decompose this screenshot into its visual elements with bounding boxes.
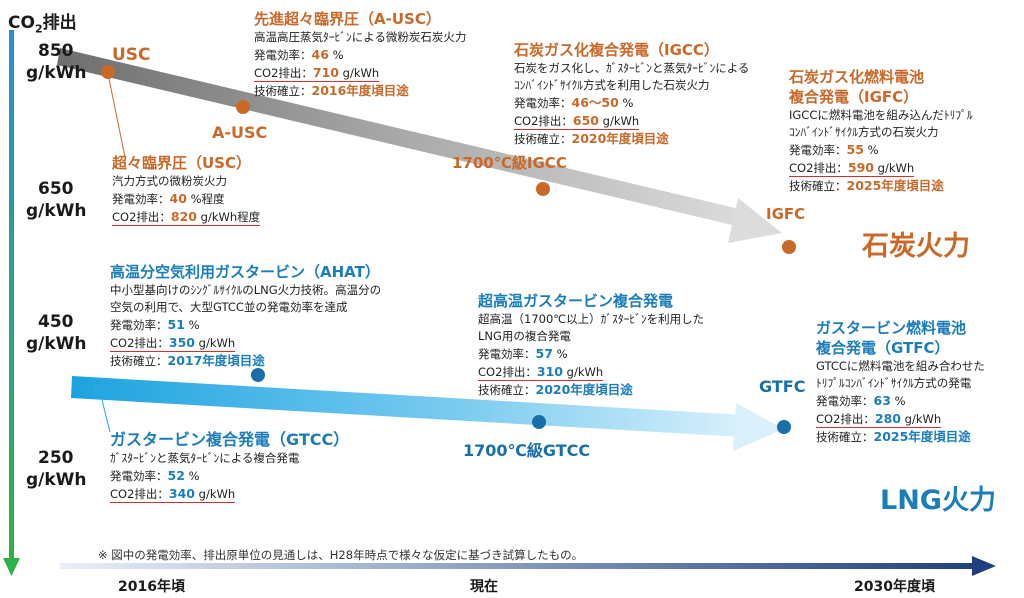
ahat-tech: 技術確立：2017年度頃目途: [110, 353, 265, 368]
igcc-point-label: 1700℃級IGCC: [452, 154, 567, 172]
igcc-efficiency: 発電効率：46～50 %: [514, 95, 634, 110]
ahat-co2: CO2排出：350 g/kWh: [110, 335, 236, 352]
gtfc-title: ガスタービン燃料電池: [816, 319, 967, 337]
hgtcc-title: 超高温ガスタービン複合発電: [478, 292, 674, 310]
ahat-info-box: 高温分空気利用ガスタービン（AHAT） 中小型基向けのｼﾝｸﾞﾙｻｲｸﾙのLNG…: [110, 262, 381, 370]
igfc-tech: 技術確立：2025年度頃目途: [789, 178, 944, 193]
igfc-title: 石炭ガス化燃料電池: [789, 68, 925, 86]
hgtcc-tech: 技術確立：2020年度頃目途: [478, 382, 633, 397]
gtcc-point: [94, 384, 106, 396]
x-tick-2016: 2016年頃: [118, 579, 185, 595]
gtcc-desc: ｶﾞｽﾀｰﾋﾞﾝと蒸気ﾀｰﾋﾞﾝによる複合発電: [110, 451, 300, 465]
ausc-info-box: 先進超々臨界圧（A-USC） 高温高圧蒸気ﾀｰﾋﾞﾝによる微粉炭石炭火力 発電効…: [254, 9, 466, 100]
ausc-desc: 高温高圧蒸気ﾀｰﾋﾞﾝによる微粉炭石炭火力: [254, 30, 467, 44]
y-axis-arrow: [3, 30, 20, 576]
gtcc-efficiency: 発電効率：52 %: [110, 468, 200, 483]
ausc-point-label: A-USC: [212, 123, 268, 142]
x-tick-now: 現在: [470, 579, 498, 595]
gtfc-info-box: ガスタービン燃料電池 複合発電（GTFC） GTCCに燃料電池を組み合わせた ﾄ…: [816, 318, 985, 446]
ahat-desc-1: 中小型基向けのｼﾝｸﾞﾙｻｲｸﾙのLNG火力技術。高温分の: [110, 283, 382, 297]
gtcc-1700-point-label: 1700℃級GTCC: [463, 441, 591, 460]
usc-leader-line: [107, 73, 126, 158]
igfc-desc-1: IGCCに燃料電池を組み込んだﾄﾘﾌﾟﾙ: [789, 108, 973, 122]
igfc-info-box: 石炭ガス化燃料電池 複合発電（IGFC） IGCCに燃料電池を組み込んだﾄﾘﾌﾟ…: [789, 67, 973, 195]
igfc-co2: CO2排出：590 g/kWh: [789, 160, 915, 177]
ausc-co2: CO2排出：710 g/kWh: [254, 65, 380, 82]
x-axis-arrow: [60, 556, 996, 576]
usc-efficiency: 発電効率：40 %程度: [112, 191, 225, 206]
gtfc-point: [777, 420, 791, 434]
igfc-desc-2: ｺﾝﾊﾞｲﾝﾄﾞｻｲｸﾙ方式の石炭火力: [789, 125, 939, 139]
lng-trend-arrow: [71, 376, 784, 451]
igcc-title: 石炭ガス化複合発電（IGCC）: [514, 41, 719, 59]
ausc-efficiency: 発電効率：46 %: [254, 47, 344, 62]
usc-title: 超々臨界圧（USC）: [112, 154, 251, 172]
usc-info-box: 超々臨界圧（USC） 汽力方式の微粉炭火力 発電効率：40 %程度 CO2排出：…: [112, 153, 261, 226]
gtfc-title-2: 複合発電（GTFC）: [816, 339, 950, 357]
gtcc-info-box: ガスタービン複合発電（GTCC） ｶﾞｽﾀｰﾋﾞﾝと蒸気ﾀｰﾋﾞﾝによる複合発電…: [110, 430, 349, 503]
ausc-tech: 技術確立：2016年度頃目途: [254, 83, 409, 98]
ausc-point: [236, 100, 250, 114]
hgtcc-efficiency: 発電効率：57 %: [478, 346, 568, 361]
igfc-efficiency: 発電効率：55 %: [789, 142, 879, 157]
igcc-desc-2: ｺﾝﾊﾞｲﾝﾄﾞｻｲｸﾙ方式を利用した石炭火力: [514, 78, 710, 92]
gtcc-title: ガスタービン複合発電（GTCC）: [110, 430, 350, 449]
hgtcc-desc-2: LNG用の複合発電: [478, 329, 571, 343]
igcc-tech: 技術確立：2020年度頃目途: [514, 131, 669, 146]
coal-category-label: 石炭火力: [862, 231, 970, 262]
gtfc-efficiency: 発電効率：63 %: [816, 393, 906, 408]
gtcc-1700-point: [532, 415, 546, 429]
igfc-title-2: 複合発電（IGFC）: [789, 88, 919, 106]
gtfc-desc-2: ﾄﾘﾌﾟﾙｺﾝﾊﾞｲﾝﾄﾞｻｲｸﾙ方式の発電: [816, 376, 972, 390]
y-axis-title: CO2排出: [8, 13, 77, 36]
igfc-point: [782, 240, 796, 254]
hgtcc-desc-1: 超高温（1700℃以上）ｶﾞｽﾀｰﾋﾞﾝを利用した: [478, 312, 705, 326]
hgtcc-co2: CO2排出：310 g/kWh: [478, 364, 604, 381]
ausc-title: 先進超々臨界圧（A-USC）: [254, 10, 441, 28]
coal-trend-arrow: [57, 48, 782, 243]
ahat-point: [251, 368, 265, 382]
igcc-point: [536, 182, 550, 196]
gtfc-co2: CO2排出：280 g/kWh: [816, 411, 942, 428]
usc-desc: 汽力方式の微粉炭火力: [112, 174, 227, 188]
igcc-co2: CO2排出：650 g/kWh: [514, 113, 640, 130]
igfc-point-label: IGFC: [766, 205, 806, 223]
gtfc-point-label: GTFC: [759, 377, 806, 396]
igcc-info-box: 石炭ガス化複合発電（IGCC） 石炭をガス化し、ｶﾞｽﾀｰﾋﾞﾝと蒸気ﾀｰﾋﾞﾝ…: [514, 40, 749, 148]
igcc-desc-1: 石炭をガス化し、ｶﾞｽﾀｰﾋﾞﾝと蒸気ﾀｰﾋﾞﾝによる: [514, 61, 750, 75]
lng-category-label: LNG火力: [880, 485, 996, 516]
gtcc-co2: CO2排出：340 g/kWh: [110, 486, 236, 503]
x-tick-2030: 2030年度頃: [854, 579, 935, 595]
gtfc-desc-1: GTCCに燃料電池を組み合わせた: [816, 359, 985, 373]
footnote: ※ 図中の発電効率、排出原単位の見通しは、H28年時点で様々な仮定に基づき試算し…: [98, 548, 584, 562]
ahat-efficiency: 発電効率：51 %: [110, 317, 200, 332]
usc-co2: CO2排出：820 g/kWh程度: [112, 209, 261, 226]
usc-point: [101, 65, 115, 79]
gtfc-tech: 技術確立：2025年度頃目途: [816, 429, 971, 444]
usc-point-label: USC: [112, 45, 151, 65]
gtcc-leader-line: [99, 391, 111, 433]
ahat-title: 高温分空気利用ガスタービン（AHAT）: [110, 263, 380, 281]
ahat-desc-2: 空気の利用で、大型GTCC並の発電効率を達成: [110, 300, 348, 314]
hgtcc-info-box: 超高温ガスタービン複合発電 超高温（1700℃以上）ｶﾞｽﾀｰﾋﾞﾝを利用した …: [478, 291, 704, 399]
